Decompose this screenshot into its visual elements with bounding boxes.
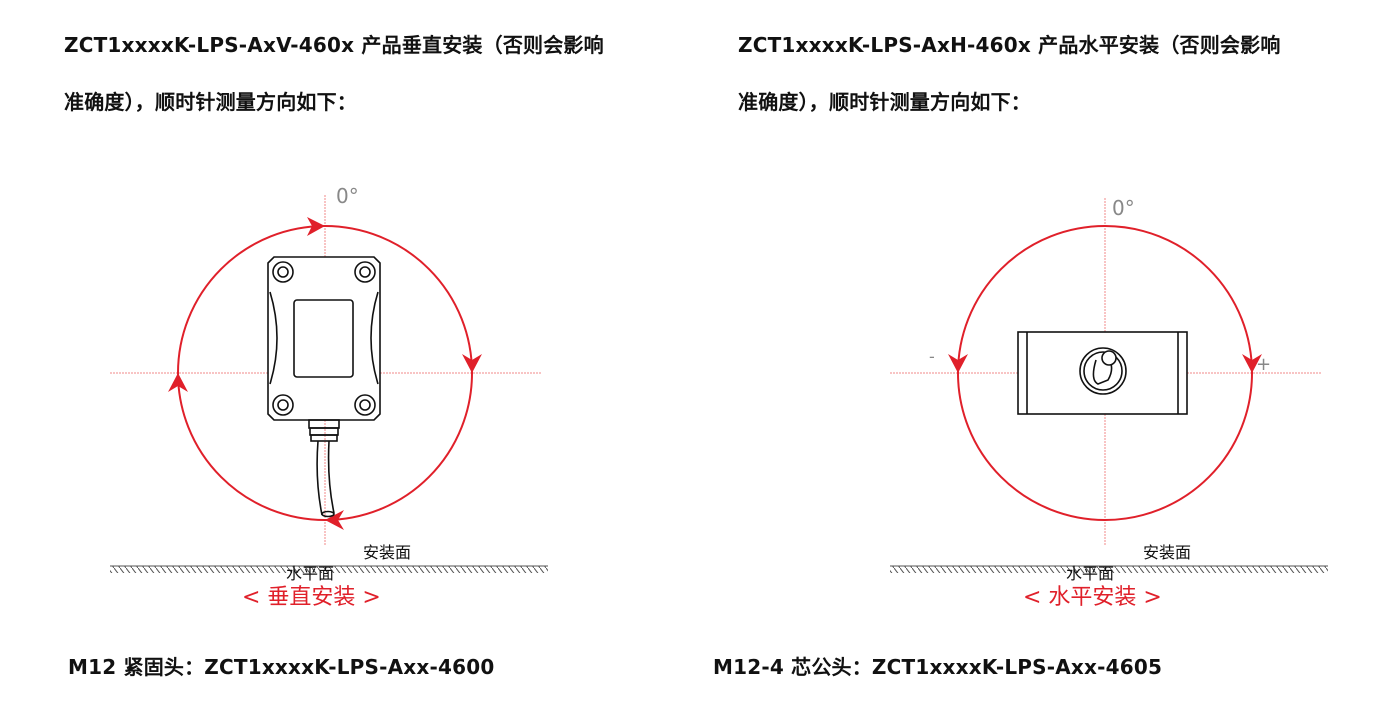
left-footer: M12 紧固头：ZCT1xxxxK-LPS-Axx-4600	[68, 655, 495, 679]
arrow-icon	[325, 510, 344, 530]
ground-hatch	[890, 566, 1328, 573]
left-heading-line1: ZCT1xxxxK-LPS-AxV-460x 产品垂直安装（否则会影响	[64, 33, 604, 57]
arrow-icon	[307, 217, 325, 236]
horizontal-plane-label: 水平面	[286, 564, 334, 583]
minus-label: -	[929, 347, 935, 366]
zero-degree-label: 0°	[336, 184, 359, 208]
ground-hatch	[110, 566, 548, 573]
mount-surface-label: 安装面	[1143, 543, 1191, 562]
right-footer: M12-4 芯公头：ZCT1xxxxK-LPS-Axx-4605	[713, 655, 1163, 679]
arrow-icon	[1242, 354, 1262, 373]
sensor-device	[267, 256, 381, 518]
vertical-install-caption: < 垂直安装 >	[242, 585, 381, 610]
right-heading-line1: ZCT1xxxxK-LPS-AxH-460x 产品水平安装（否则会影响	[738, 33, 1281, 57]
horizontal-plane-label: 水平面	[1066, 564, 1114, 583]
zero-degree-label: 0°	[1112, 196, 1135, 220]
vertical-install-diagram: 0° 安装面 水平面 < 垂直安装 >	[110, 184, 548, 610]
right-heading-line2: 准确度），顺时针测量方向如下：	[738, 90, 1031, 114]
arrow-icon	[462, 354, 482, 373]
plus-label: +	[1256, 354, 1271, 375]
arrow-icon	[948, 354, 968, 373]
horizontal-install-diagram: 0° - + 安装面 水平面 < 水平安装 >	[890, 196, 1328, 610]
mount-surface-label: 安装面	[363, 543, 411, 562]
sensor-device	[1017, 331, 1188, 415]
left-heading-line2: 准确度），顺时针测量方向如下：	[64, 90, 357, 114]
horizontal-install-caption: < 水平安装 >	[1023, 585, 1162, 610]
arrow-icon	[168, 373, 188, 392]
